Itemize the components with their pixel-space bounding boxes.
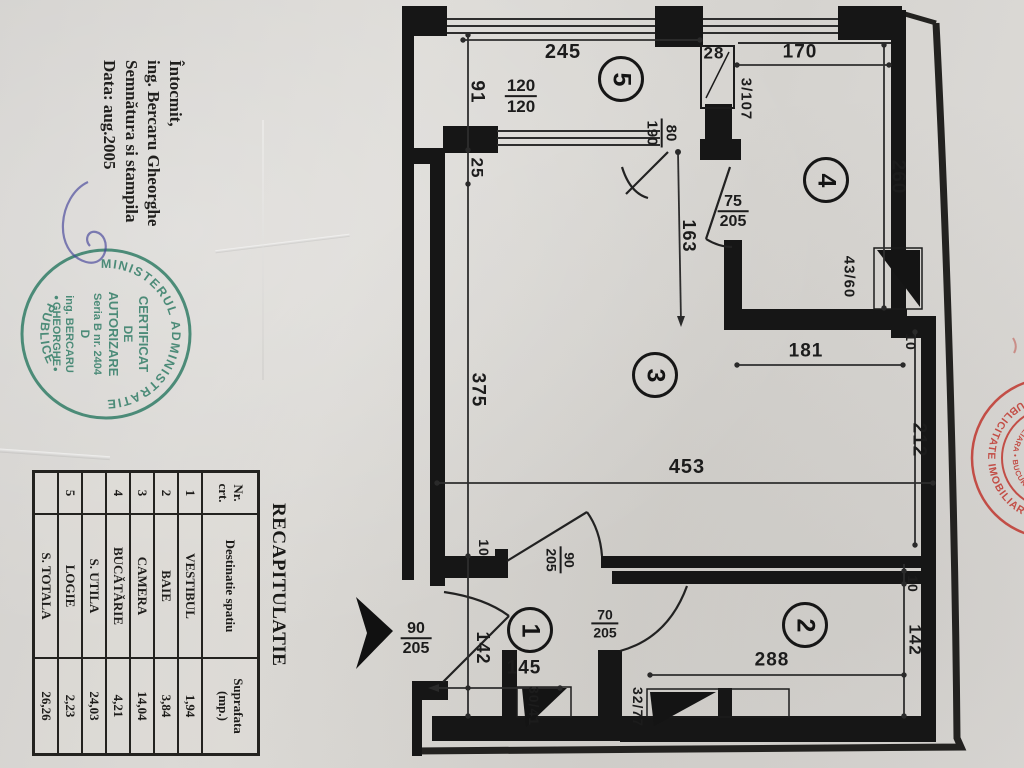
stamp-director-text: Directorul <box>1021 433 1024 482</box>
frac-num: 120 <box>506 76 536 96</box>
frac-num: 75 <box>724 193 742 211</box>
room-2-baie: 2 <box>782 602 828 648</box>
dim-453: 453 <box>668 456 706 478</box>
frac-num: 90 <box>407 620 425 638</box>
stamp-ring-top-text: MINISTERUL ADMINISTRATIEI <box>101 226 451 412</box>
stamp-line: GHEORGHE <box>50 302 62 366</box>
door-70-205: 70 205 <box>591 606 619 641</box>
door-swings <box>442 151 733 683</box>
stamp-line: ing. BERCARU <box>63 295 75 373</box>
red-ink-mark <box>1012 337 1017 354</box>
stamp-line: DE <box>121 326 135 343</box>
window-120-120: 120 120 <box>504 76 538 117</box>
stamp-line: CERTIFICAT <box>136 296 151 372</box>
shaft-symbols <box>516 45 923 727</box>
room-4-bucatarie: 4 <box>803 157 849 203</box>
frac-den: 205 <box>400 637 432 658</box>
dim-288: 288 <box>754 649 790 671</box>
stamp-line: D <box>78 330 92 339</box>
room-5-logie: 5 <box>598 56 644 102</box>
room-3-camera: 3 <box>632 352 678 398</box>
dim-245: 245 <box>544 41 582 63</box>
stamp-line: AUTORIZARE <box>106 292 121 377</box>
dim-170: 170 <box>782 41 818 63</box>
entry-arrow-icon <box>356 597 393 669</box>
green-certification-stamp: MINISTERUL ADMINISTRATIEI • PUBLICE • CE… <box>20 226 451 420</box>
frac-num: 70 <box>597 606 613 623</box>
frac-den: 205 <box>717 210 749 231</box>
frac-den: 205 <box>591 622 619 641</box>
dim-28: 28 <box>703 43 725 63</box>
svg-text:MINISTERUL ADMINISTRATIEI: MINISTERUL ADMINISTRATIEI <box>101 226 451 412</box>
windows-layer <box>447 18 891 146</box>
dim-145: 145 <box>506 657 542 679</box>
frac-den: 120 <box>504 95 538 117</box>
stamp-line: Seria B nr. 2404 <box>91 293 103 376</box>
walls-layer <box>402 6 936 756</box>
door-75-205: 75 205 <box>717 193 749 231</box>
dim-181: 181 <box>788 340 824 362</box>
pen-signature <box>61 181 107 264</box>
door-90-205-entry: 90 205 <box>400 620 432 658</box>
room-1-vestibul: 1 <box>507 607 553 653</box>
dimension-ticks <box>428 32 936 719</box>
red-cadastre-stamp: AGENTIA NATIONALA DE CADASTRU SI PUBLICI… <box>970 0 1024 540</box>
